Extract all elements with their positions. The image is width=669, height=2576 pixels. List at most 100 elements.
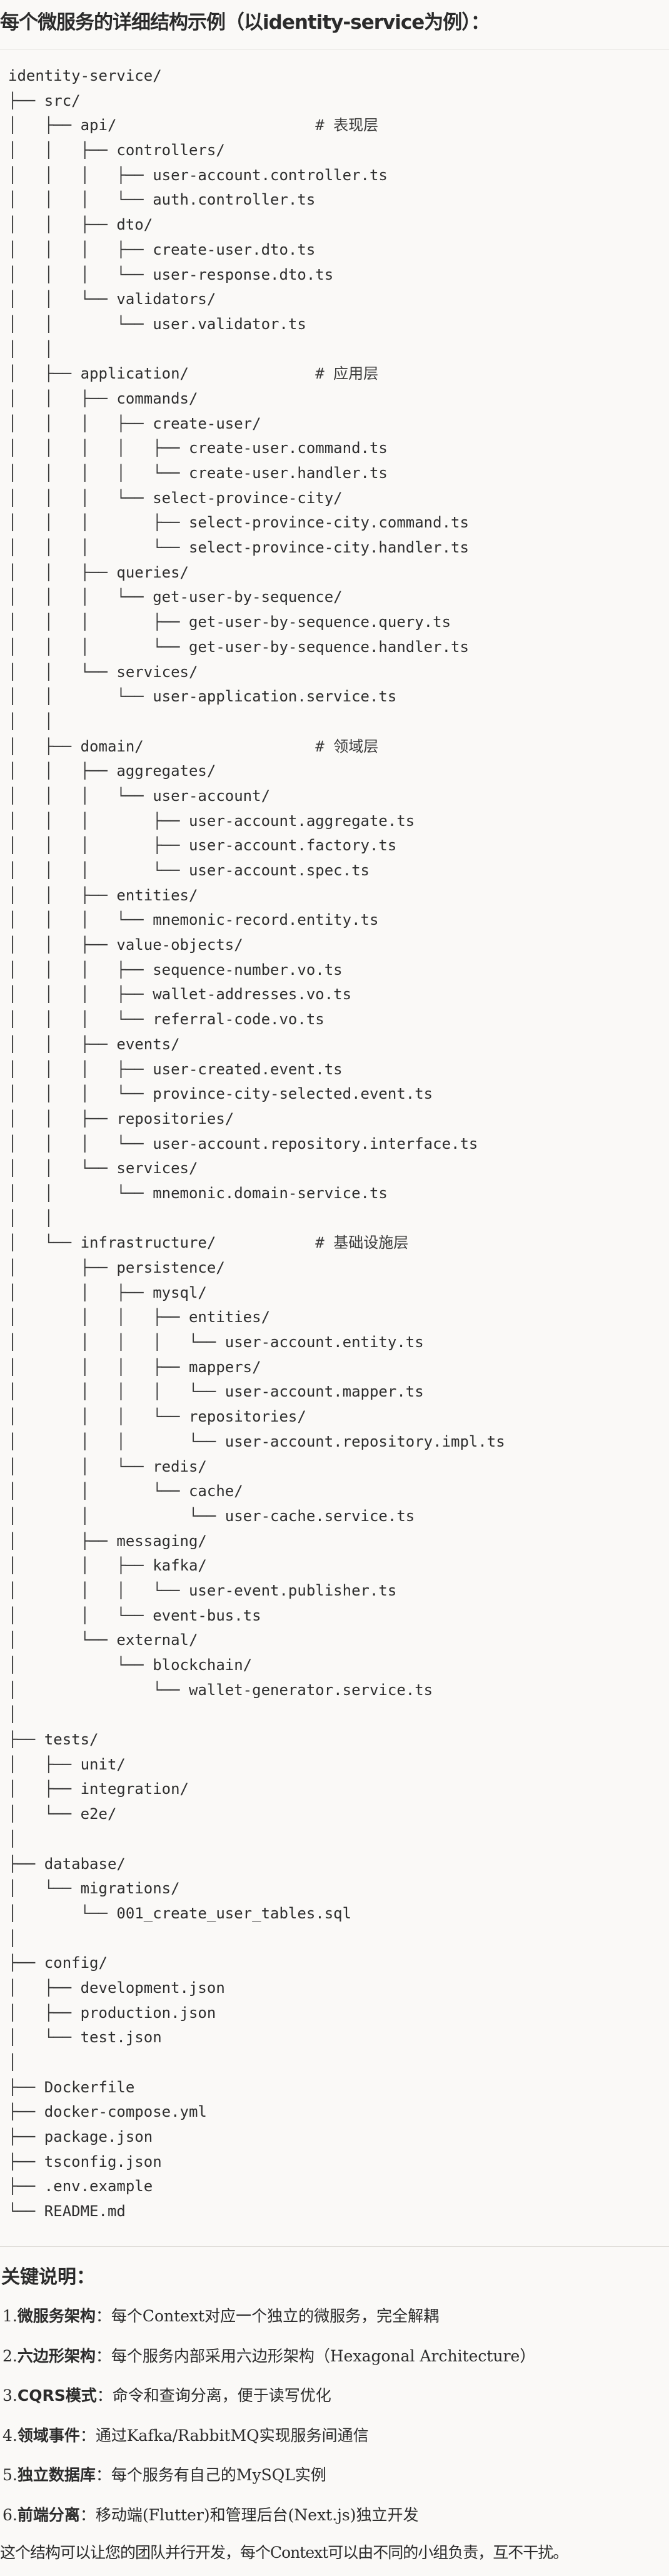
tree-line: │ │ ├── entities/	[8, 883, 505, 909]
tree-connector: │ └──	[8, 1234, 81, 1252]
note-desc: ：每个服务内部采用六边形架构（Hexagonal Architecture）	[95, 2346, 536, 2365]
tree-line: │ │ └── redis/	[8, 1455, 505, 1480]
tree-folder-name: repositories/	[116, 1109, 234, 1128]
tree-line: │ │	[8, 1206, 505, 1231]
tree-folder-name: commands/	[116, 389, 198, 407]
directory-tree-code-block: identity-service/├── src/│ ├── api/ # 表现…	[8, 64, 505, 2224]
tree-folder-name: controllers/	[116, 141, 225, 160]
tree-file-name: user-account.mapper.ts	[224, 1383, 424, 1401]
tree-connector: ├──	[8, 91, 44, 109]
tree-line: │ │ ├── mysql/	[8, 1281, 505, 1306]
tree-line: identity-service/	[8, 64, 505, 89]
tree-connector: │ │ └──	[8, 1482, 189, 1500]
tree-connector: │ │ └──	[8, 663, 117, 681]
tree-connector: │ │ │ └──	[8, 1011, 153, 1029]
tree-connector: │ │ └──	[8, 1606, 153, 1624]
note-number: 3.	[3, 2386, 18, 2405]
note-term: 独立数据库	[17, 2466, 96, 2484]
tree-connector: ├──	[8, 1954, 44, 1972]
tree-line: │ │ │ └── auth.controller.ts	[8, 188, 505, 213]
tree-folder-name: cache/	[188, 1482, 243, 1500]
note-term: 六边形架构	[17, 2346, 96, 2365]
tree-folder-name: unit/	[80, 1755, 126, 1773]
tree-file-name: tsconfig.json	[44, 2152, 162, 2171]
tree-line: │ │ ├── queries/	[8, 561, 505, 586]
tree-line: │ │ │ ├── wallet-addresses.vo.ts	[8, 982, 505, 1007]
tree-line: │ ├── api/ # 表现层	[8, 113, 505, 138]
tree-connector: │ │ │ ├──	[8, 1358, 189, 1376]
tree-connector: │ │ │ │ └──	[8, 464, 189, 482]
tree-connector: │ │ │ └──	[8, 787, 153, 805]
tree-connector: │ │ ├──	[8, 762, 117, 780]
note-item: 1.微服务架构：每个Context对应一个独立的微服务，完全解耦	[3, 2304, 535, 2344]
tree-folder-name: mysql/	[153, 1283, 207, 1301]
note-term: 领域事件	[17, 2426, 80, 2445]
tree-connector: │	[8, 1706, 18, 1724]
tree-connector: │ │ │ └──	[8, 191, 153, 209]
tree-connector: │	[8, 2054, 18, 2071]
tree-connector: │ │ │ └──	[8, 862, 189, 879]
tree-connector: │ │	[8, 340, 54, 358]
tree-connector: │ │ │ └──	[8, 489, 153, 507]
tree-line: │ │ │ │ ├── create-user.command.ts	[8, 436, 505, 461]
tree-connector: │ │ │ ├──	[8, 1060, 153, 1078]
tree-connector: │ │ │ │ ├──	[8, 439, 189, 457]
tree-connector: │ │ └──	[8, 688, 153, 706]
tree-folder-name: infrastructure/	[80, 1234, 216, 1252]
divider	[0, 2246, 669, 2247]
tree-file-name: user-created.event.ts	[153, 1060, 343, 1078]
notes-heading: 关键说明：	[1, 2266, 95, 2288]
tree-file-name: user-cache.service.ts	[224, 1507, 415, 1525]
tree-file-name: user-account.controller.ts	[153, 166, 388, 184]
tree-file-name: user-account.spec.ts	[188, 862, 370, 879]
tree-connector: │ │ ├──	[8, 563, 117, 581]
tree-folder-name: get-user-by-sequence/	[153, 588, 343, 606]
tree-file-name: select-province-city.command.ts	[188, 514, 469, 532]
tree-folder-name: entities/	[188, 1308, 271, 1326]
note-desc: ：命令和查询分离，便于读写优化	[96, 2386, 331, 2405]
tree-line: │ │ │ └── user-account/	[8, 784, 505, 809]
note-item: 2.六边形架构：每个服务内部采用六边形架构（Hexagonal Architec…	[3, 2344, 535, 2384]
tree-connector: │ └──	[8, 1631, 117, 1649]
tree-file-name: user-application.service.ts	[153, 688, 397, 706]
tree-line: ├── config/	[8, 1951, 505, 1976]
tree-folder-name: config/	[44, 1954, 108, 1972]
tree-line: │ │ │ ├── user-account.aggregate.ts	[8, 809, 505, 834]
tree-folder-name: aggregates/	[116, 762, 216, 780]
tree-connector: │ │ ├──	[8, 389, 117, 407]
tree-connector: │ │ │ ├──	[8, 240, 153, 258]
tree-connector: │ │	[8, 712, 54, 730]
tree-connector: │ │ └──	[8, 1184, 153, 1202]
tree-file-name: referral-code.vo.ts	[153, 1011, 324, 1029]
tree-line: │ └── e2e/	[8, 1802, 505, 1827]
notes-list: 1.微服务架构：每个Context对应一个独立的微服务，完全解耦 2.六边形架构…	[3, 2304, 535, 2542]
tree-connector: │ │ │ ├──	[8, 613, 189, 631]
tree-line: │ │ └── user-application.service.ts	[8, 685, 505, 710]
tree-folder-name: domain/	[80, 737, 144, 755]
tree-line: ├── docker-compose.yml	[8, 2100, 505, 2125]
tree-connector: │ │ ├──	[8, 216, 117, 234]
tree-line: │ │ │ └── repositories/	[8, 1405, 505, 1430]
tree-connector: │ │ │ ├──	[8, 1308, 189, 1326]
tree-file-name: create-user.handler.ts	[188, 464, 388, 482]
tree-line: │ │ │ └── user-account.repository.impl.t…	[8, 1430, 505, 1455]
tree-connector: │ ├──	[8, 1259, 117, 1276]
tree-file-name: test.json	[80, 2029, 162, 2047]
tree-file-name: 001_create_user_tables.sql	[116, 1904, 352, 1922]
tree-file-name: README.md	[44, 2202, 126, 2221]
tree-connector: │ └──	[8, 1681, 189, 1699]
tree-line: │ │ │ └── select-province-city.handler.t…	[8, 536, 505, 561]
tree-line: │ └── migrations/	[8, 1876, 505, 1901]
tree-file-name: docker-compose.yml	[44, 2103, 207, 2121]
tree-folder-name: redis/	[153, 1457, 207, 1475]
tree-line: │ │ │ └── select-province-city/	[8, 486, 505, 511]
tree-line: │ ├── persistence/	[8, 1256, 505, 1281]
note-number: 4.	[3, 2426, 18, 2445]
tree-line: │ └── test.json	[8, 2025, 505, 2050]
tree-line: ├── .env.example	[8, 2174, 505, 2199]
tree-line: │ │ └── user.validator.ts	[8, 312, 505, 337]
note-item: 3.CQRS模式：命令和查询分离，便于读写优化	[3, 2383, 535, 2423]
tree-connector: │ │ ├──	[8, 1283, 153, 1301]
tree-connector: │ │ │ ├──	[8, 837, 189, 855]
tree-file-name: user-account.entity.ts	[224, 1333, 424, 1352]
